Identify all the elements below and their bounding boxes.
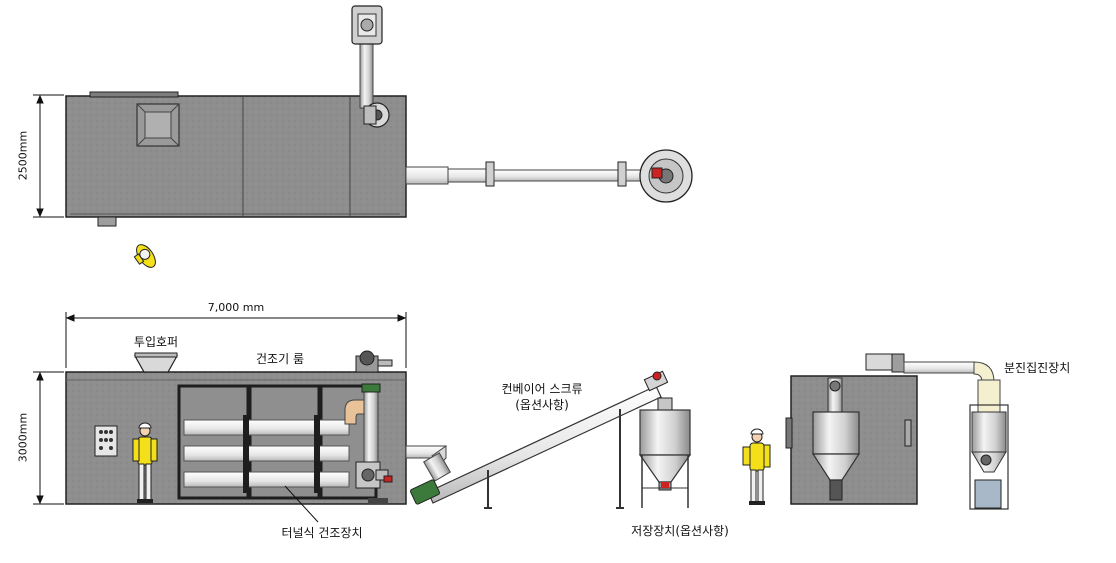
- dim-front-height-label: 3000mm: [16, 412, 30, 463]
- input-hopper-label: 투입호퍼: [133, 335, 179, 349]
- top-discharge-pipe: [405, 161, 649, 187]
- storage-tank: [638, 397, 692, 508]
- front-input-hopper: [133, 352, 179, 373]
- top-container-body: [65, 95, 407, 218]
- storage-label: 저장장치(옵션사항): [631, 524, 729, 538]
- top-cyclone: [639, 149, 693, 203]
- top-hopper: [136, 103, 180, 147]
- conveyor-screw-label: 컨베이어 스크류: [501, 382, 583, 396]
- control-panel: [94, 425, 118, 457]
- dim-line-front-width: [65, 312, 407, 368]
- dim-front-width-label: 7,000 mm: [207, 301, 265, 314]
- dim-top-height-label: 2500mm: [16, 130, 30, 181]
- worker-figure-left: [132, 422, 158, 503]
- front-outlet-pipe: [368, 445, 451, 504]
- front-roof-fan: [355, 350, 393, 373]
- top-view: [33, 5, 693, 268]
- top-worker-figure: [133, 244, 156, 268]
- tunnel-dryer-label: 터널식 건조장치: [281, 526, 363, 540]
- dim-line-front-height: [33, 371, 64, 505]
- dryer-room-label: 건조기 룸: [256, 352, 304, 366]
- tunnel-dryer-racks: [177, 384, 378, 500]
- dust-collector: [903, 361, 1009, 510]
- top-exhaust-fan: [351, 5, 390, 128]
- front-view: [33, 312, 1009, 510]
- conveyor-option-label: (옵션사항): [515, 398, 569, 412]
- side-view-unit: [785, 353, 918, 505]
- worker-figure-right: [742, 428, 771, 505]
- conveyor-screw: [409, 370, 669, 509]
- riser-pipe: [344, 383, 393, 489]
- dust-collector-label: 분진집진장치: [1004, 361, 1071, 375]
- dim-line-top-height: [33, 94, 64, 218]
